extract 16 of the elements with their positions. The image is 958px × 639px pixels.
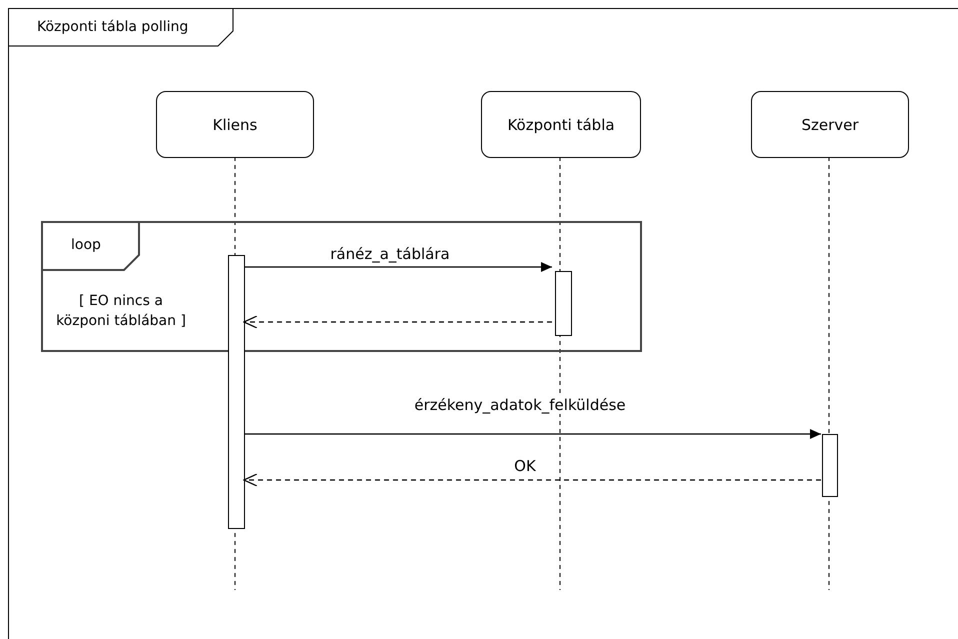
- loop-fragment: [41, 221, 642, 352]
- diagram-frame: [8, 8, 958, 639]
- activation-bar: [555, 271, 572, 336]
- activation-bar: [228, 255, 245, 529]
- participant-box: Központi tábla: [481, 91, 641, 158]
- message-label: érzékeny_adatok_felküldése: [412, 396, 628, 414]
- return-message-arrow: [243, 315, 552, 329]
- guard-condition: [ EO nincs a közponi táblában ]: [55, 292, 187, 331]
- participant-box: Kliens: [156, 91, 314, 158]
- message-arrow: [244, 429, 821, 439]
- message-arrow: [244, 262, 552, 272]
- return-message-arrow: [243, 473, 821, 487]
- activation-bar: [822, 434, 838, 497]
- frame-title: Központi tábla polling: [9, 9, 234, 47]
- fragment-operator: loop: [43, 223, 140, 271]
- participant-box: Szerver: [751, 91, 909, 158]
